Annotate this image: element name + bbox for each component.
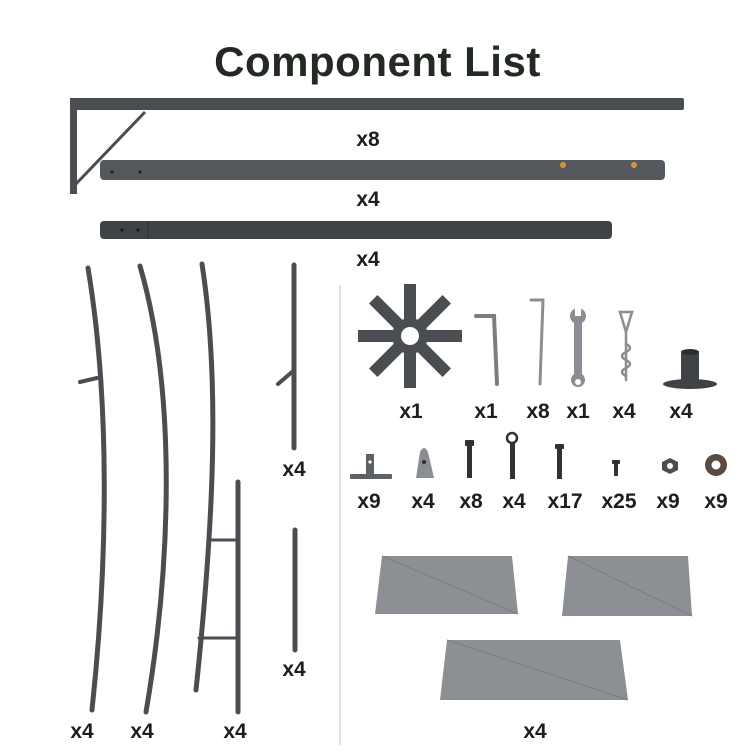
qty-pin: x8 — [526, 400, 550, 423]
qty-side-panel-large: x4 — [523, 720, 547, 743]
star-connector — [358, 284, 462, 388]
bolt-medium — [555, 444, 564, 479]
qty-nut: x9 — [656, 490, 680, 513]
qty-hex-key: x1 — [474, 400, 498, 423]
eye-bolt — [505, 431, 519, 479]
page-title: Component List — [214, 38, 541, 85]
qty-hook: x4 — [411, 490, 435, 513]
qty-upper-pole: x4 — [356, 188, 380, 211]
curved-post-b — [137, 263, 169, 715]
qty-ladder-post: x4 — [223, 720, 247, 743]
screw-small — [612, 460, 620, 476]
foot-base — [663, 349, 717, 389]
side-panel-small-left — [375, 555, 519, 615]
qty-short-post-upper: x4 — [282, 458, 306, 481]
nut — [662, 458, 678, 474]
qty-curved-post-b: x4 — [130, 720, 154, 743]
curved-post-a — [78, 265, 107, 713]
ground-stake — [618, 310, 634, 382]
qty-roof-bracket: x8 — [356, 128, 380, 151]
qty-screw-small: x25 — [601, 490, 637, 513]
short-post-upper — [276, 262, 297, 451]
pin — [529, 298, 545, 386]
qty-bolt-medium: x17 — [547, 490, 583, 513]
wrench — [570, 306, 586, 387]
qty-eye-bolt: x4 — [502, 490, 526, 513]
qty-bolt-long: x8 — [459, 490, 483, 513]
hex-key — [474, 314, 499, 386]
qty-wrench: x1 — [566, 400, 590, 423]
qty-foot-base: x4 — [669, 400, 693, 423]
side-panel-small-right — [562, 555, 693, 617]
qty-lower-pole: x4 — [356, 248, 380, 271]
qty-star-connector: x1 — [399, 400, 423, 423]
lower-pole — [100, 221, 612, 239]
roof-bracket — [70, 98, 684, 194]
bolt-long — [465, 440, 474, 478]
qty-bracket-plate: x9 — [357, 490, 381, 513]
ladder-post — [193, 261, 241, 715]
hook — [416, 448, 434, 478]
washer — [705, 454, 727, 476]
qty-short-post-lower: x4 — [282, 658, 306, 681]
qty-ground-stake: x4 — [612, 400, 636, 423]
bracket-plate — [350, 454, 392, 479]
qty-washer: x9 — [704, 490, 728, 513]
side-panel-large — [440, 639, 629, 701]
upper-pole — [100, 160, 665, 180]
qty-curved-post-a: x4 — [70, 720, 94, 743]
